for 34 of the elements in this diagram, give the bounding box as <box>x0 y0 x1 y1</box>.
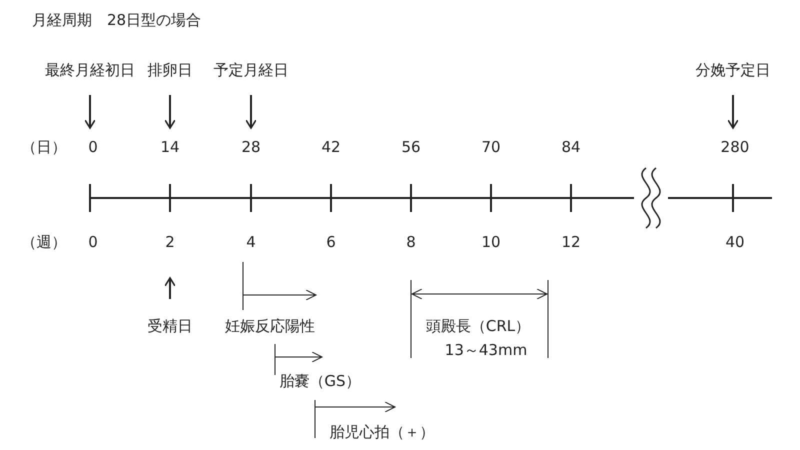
tick-label: 0 <box>88 138 98 156</box>
tick-label: 2 <box>165 233 175 251</box>
event-label: 受精日 <box>148 317 192 335</box>
tick-label: 8 <box>406 233 416 251</box>
tick-label: 42 <box>321 138 341 156</box>
unit-label: （週） <box>22 233 66 251</box>
range-label: 頭殿長（CRL） <box>426 317 530 335</box>
unit-label: （日） <box>22 138 66 156</box>
tick-label: 12 <box>561 233 581 251</box>
range-label: 胎嚢（GS） <box>279 372 361 390</box>
event-label: 排卵日 <box>148 61 192 79</box>
event-label: 予定月経日 <box>214 61 288 79</box>
arrow <box>164 277 176 299</box>
tick-label: 6 <box>326 233 336 251</box>
tick-label: 14 <box>160 138 180 156</box>
tick-label: 28 <box>241 138 261 156</box>
arrow <box>245 95 257 129</box>
tick-label: 10 <box>481 233 501 251</box>
range-label: 胎児心拍（＋） <box>330 423 434 441</box>
range-label: 妊娠反応陽性 <box>225 317 315 335</box>
event-label: 最終月経初日 <box>45 61 135 79</box>
diagram-title: 月経周期 28日型の場合 <box>32 11 202 29</box>
tick-label: 4 <box>246 233 256 251</box>
event-label: 分娩予定日 <box>696 61 770 79</box>
tick-label: 84 <box>561 138 581 156</box>
tick-label: 0 <box>88 233 98 251</box>
arrow <box>727 95 739 129</box>
tick-label: 70 <box>481 138 501 156</box>
tick-label: 56 <box>401 138 421 156</box>
measure-label: 13～43mm <box>444 341 528 359</box>
tick-label: 40 <box>725 233 745 251</box>
arrow <box>164 95 176 129</box>
tick-label: 280 <box>720 138 750 156</box>
arrow <box>84 95 96 129</box>
